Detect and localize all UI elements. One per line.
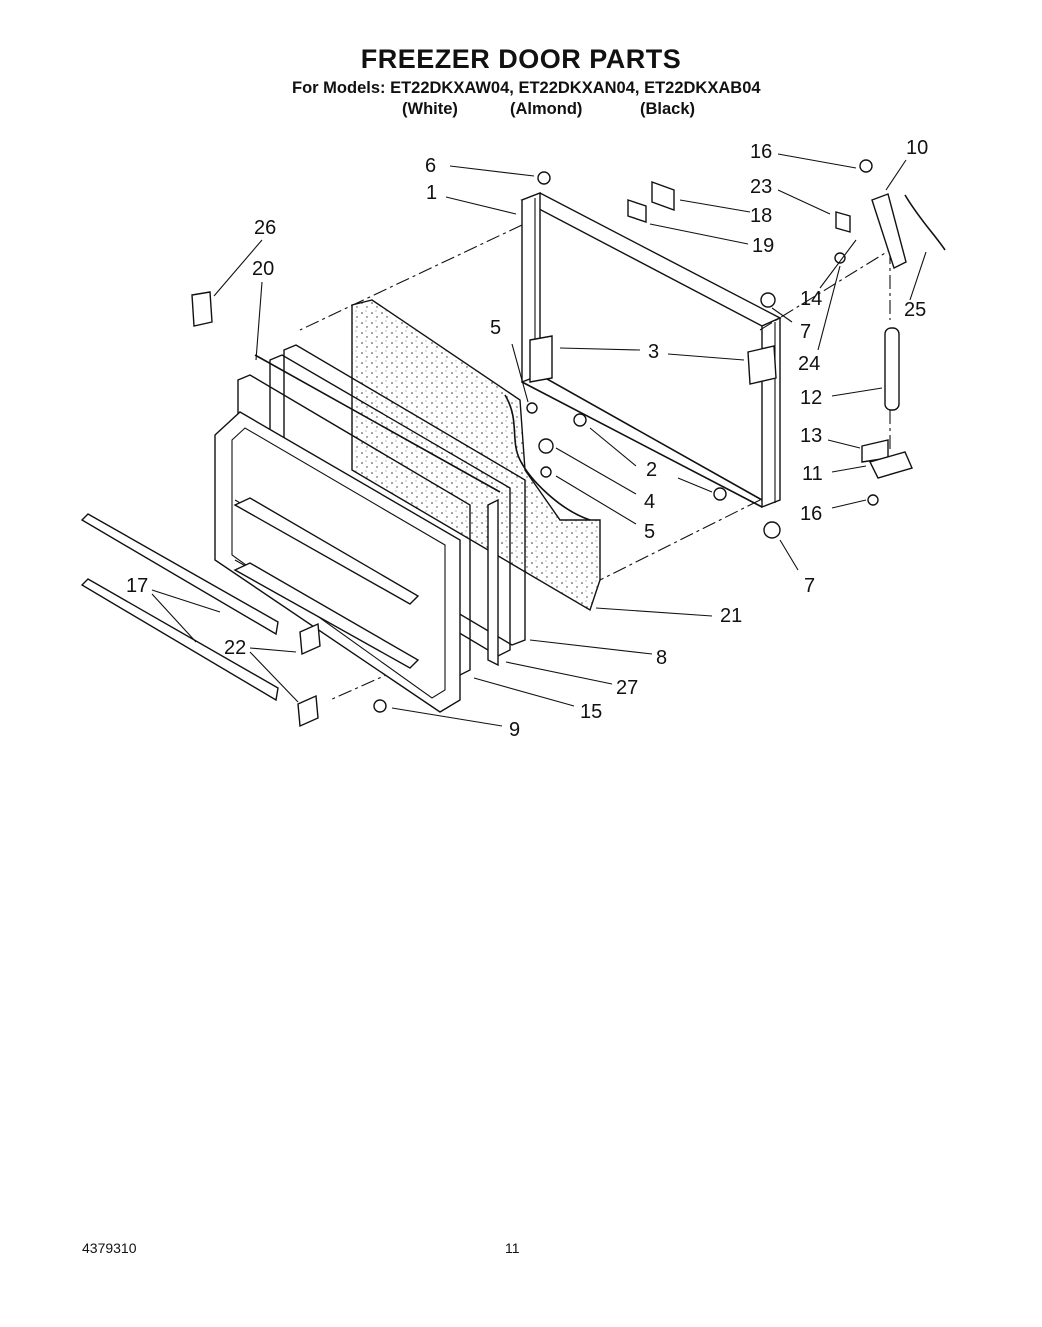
callout-leaders <box>151 153 927 727</box>
color-almond: (Almond) <box>510 100 583 118</box>
alignment-lines <box>299 224 891 701</box>
callout-20: 20 <box>252 258 274 280</box>
callout-18: 18 <box>750 205 772 227</box>
callout-7a: 7 <box>800 321 811 343</box>
callout-5a: 5 <box>490 317 501 339</box>
trim-strips <box>80 513 321 728</box>
callout-1: 1 <box>426 182 437 204</box>
callout-12: 12 <box>800 387 822 409</box>
callout-6: 6 <box>425 155 436 177</box>
callout-8: 8 <box>656 647 667 669</box>
callout-22: 22 <box>224 637 246 659</box>
callout-26: 26 <box>254 217 276 239</box>
part-number: 4379310 <box>82 1240 137 1256</box>
model-list: For Models: ET22DKXAW04, ET22DKXAN04, ET… <box>292 79 761 97</box>
callout-17: 17 <box>126 575 148 597</box>
insulation-panel <box>351 299 601 612</box>
shelf-rails <box>233 497 420 669</box>
callout-labels: 1 2 3 4 5 5 6 7 7 8 9 10 11 12 13 14 15 … <box>126 137 928 741</box>
color-white: (White) <box>402 100 458 118</box>
page-title: FREEZER DOOR PARTS <box>360 44 682 74</box>
callout-25: 25 <box>904 299 926 321</box>
callout-16a: 16 <box>750 141 772 163</box>
color-black: (Black) <box>640 100 696 118</box>
callout-24: 24 <box>798 353 820 375</box>
callout-7b: 7 <box>804 575 815 597</box>
callout-19: 19 <box>752 235 774 257</box>
callout-13: 13 <box>800 425 822 447</box>
callout-14: 14 <box>800 288 822 310</box>
callout-21: 21 <box>720 605 742 627</box>
callout-10: 10 <box>906 137 928 159</box>
callout-3: 3 <box>648 341 659 363</box>
callout-16b: 16 <box>800 503 822 525</box>
callout-2: 2 <box>646 459 657 481</box>
callout-4: 4 <box>644 491 655 513</box>
callout-5b: 5 <box>644 521 655 543</box>
callout-9: 9 <box>509 719 520 741</box>
callout-23: 23 <box>750 176 772 198</box>
callout-27: 27 <box>616 677 638 699</box>
callout-11: 11 <box>802 463 823 485</box>
hardware <box>191 159 946 713</box>
callout-15: 15 <box>580 701 602 723</box>
page-number: 11 <box>505 1240 520 1256</box>
